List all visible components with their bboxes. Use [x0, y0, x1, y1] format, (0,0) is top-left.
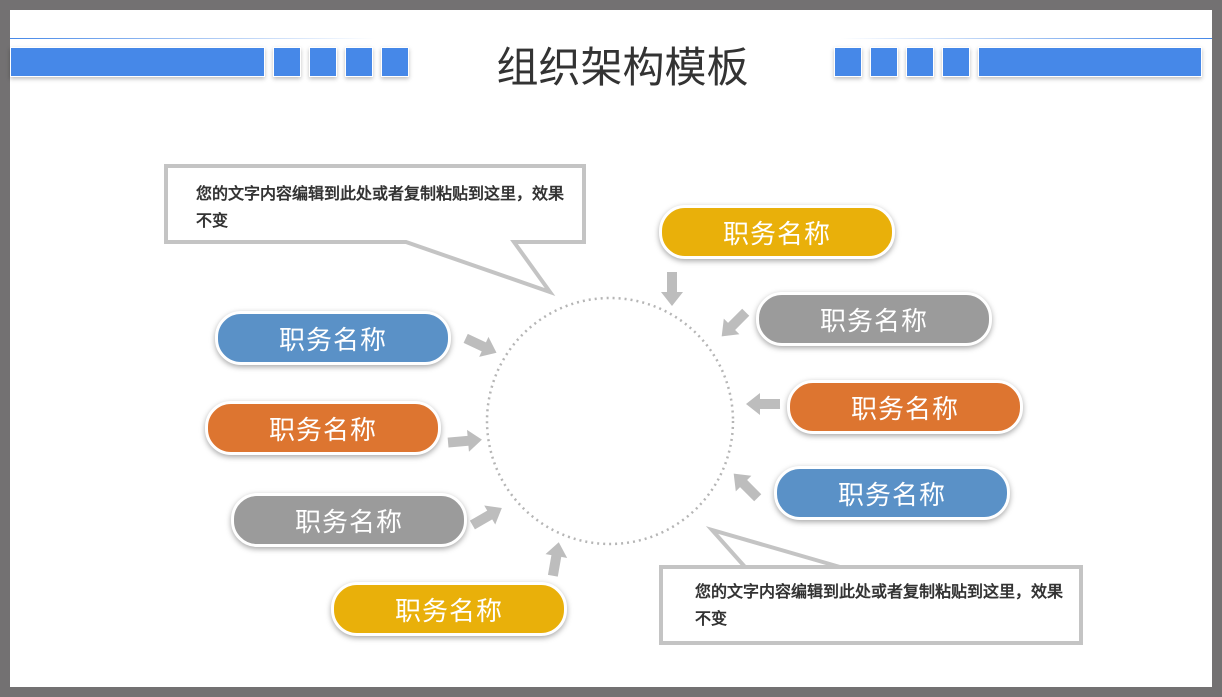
header-square — [381, 47, 409, 77]
position-label: 职务名称 — [294, 507, 403, 538]
frame-top — [0, 0, 1222, 10]
frame-right — [1212, 0, 1222, 697]
arrow-icon — [545, 542, 568, 577]
position-label: 职务名称 — [268, 415, 377, 446]
position-pill[interactable]: 职务名称 — [331, 582, 567, 636]
position-pill[interactable]: 职务名称 — [756, 292, 992, 346]
position-pill[interactable]: 职务名称 — [215, 311, 451, 365]
position-pill[interactable]: 职务名称 — [659, 205, 895, 259]
header-bar-left — [10, 47, 265, 77]
header-square — [870, 47, 898, 77]
arrow-icon — [661, 272, 683, 306]
position-pill[interactable]: 职务名称 — [205, 401, 441, 455]
position-pill[interactable]: 职务名称 — [787, 380, 1023, 434]
arrow-icon — [469, 505, 502, 530]
position-label: 职务名称 — [722, 219, 831, 250]
header-square — [345, 47, 373, 77]
position-label: 职务名称 — [278, 325, 387, 356]
arrow-icon — [447, 429, 482, 452]
callout-text-top: 您的文字内容编辑到此处或者复制粘贴到这里，效果不变 — [196, 184, 565, 230]
callout-top-shape — [164, 164, 586, 296]
header-line-left — [10, 38, 375, 39]
position-label: 职务名称 — [819, 306, 928, 337]
arrow-icon — [733, 473, 762, 502]
position-label: 职务名称 — [837, 480, 946, 511]
header-square — [834, 47, 862, 77]
arrow-icon — [463, 333, 497, 357]
header-line-right — [840, 38, 1212, 39]
arrow-icon — [721, 308, 750, 337]
callout-text-bottom: 您的文字内容编辑到此处或者复制粘贴到这里，效果不变 — [695, 582, 1064, 628]
position-pill[interactable]: 职务名称 — [774, 466, 1010, 520]
frame-left — [0, 0, 10, 697]
header-bar-right — [978, 47, 1202, 77]
header-square — [273, 47, 301, 77]
page-title: 组织架构模板 — [496, 43, 749, 92]
position-pill[interactable]: 职务名称 — [231, 493, 467, 547]
position-label: 职务名称 — [850, 394, 959, 425]
header-square — [309, 47, 337, 77]
center-circle — [485, 296, 735, 546]
arrow-icon — [746, 393, 780, 415]
position-label: 职务名称 — [394, 596, 503, 627]
header-square — [942, 47, 970, 77]
frame-bottom — [0, 687, 1222, 697]
header-square — [906, 47, 934, 77]
callout-bottom-shape — [659, 526, 1083, 645]
